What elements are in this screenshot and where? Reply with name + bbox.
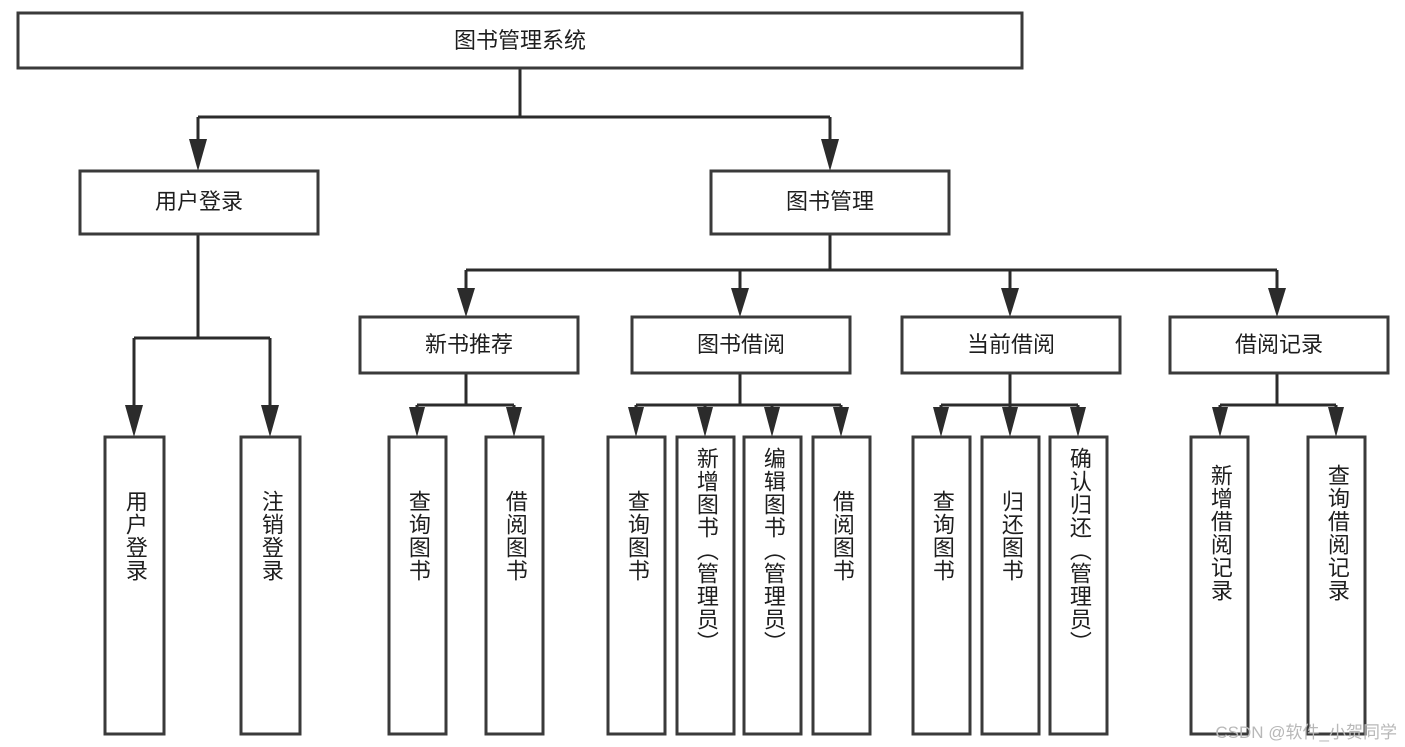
leaf-label: 归还图书 xyxy=(998,490,1024,582)
arrow-to-borrow-record xyxy=(1268,288,1286,317)
leaf-box[interactable] xyxy=(103,435,166,736)
node-root[interactable]: 图书管理系统 xyxy=(16,11,1024,70)
leaf-node-add-borrow-record[interactable]: 新增借阅记录 xyxy=(1189,435,1250,736)
arrow-leaf-7 xyxy=(764,407,780,437)
leaf-node-borrow-book-1[interactable]: 借阅图书 xyxy=(484,435,545,736)
node-user-login[interactable]: 用户登录 xyxy=(78,169,320,236)
book-borrow-box[interactable] xyxy=(630,315,852,375)
arrow-to-new-book xyxy=(457,288,475,317)
leaf-node-edit-book-admin[interactable]: 编辑图书（管理员） xyxy=(742,435,803,736)
leaf-box[interactable] xyxy=(742,435,803,736)
leaf-label: 确认归还（管理员） xyxy=(1066,447,1092,654)
user-login-label: 用户登录 xyxy=(155,189,243,214)
arrow-leaf-1 xyxy=(125,405,143,437)
leaf-node-query-book-2[interactable]: 查询图书 xyxy=(606,435,667,736)
arrow-leaf-2 xyxy=(261,405,279,437)
book-manage-label: 图书管理 xyxy=(786,189,874,214)
leaf-node-query-book-3[interactable]: 查询图书 xyxy=(911,435,972,736)
leaf-label: 借阅图书 xyxy=(502,490,528,582)
arrow-leaf-5 xyxy=(628,407,644,437)
leaf-box[interactable] xyxy=(911,435,972,736)
leaf-label: 查询图书 xyxy=(405,490,431,582)
root-box[interactable] xyxy=(16,11,1024,70)
book-manage-box[interactable] xyxy=(709,169,951,236)
arrow-leaf-4 xyxy=(506,407,522,437)
leaf-label: 查询图书 xyxy=(624,490,650,582)
leaf-label: 编辑图书（管理员） xyxy=(760,447,786,654)
node-new-book-recommend[interactable]: 新书推荐 xyxy=(358,315,580,375)
leaf-label: 新增图书（管理员） xyxy=(693,447,719,654)
arrow-to-book-borrow xyxy=(731,288,749,317)
leaf-label: 查询图书 xyxy=(929,490,955,582)
connector-layer xyxy=(125,68,1344,437)
leaf-node-return-book[interactable]: 归还图书 xyxy=(980,435,1041,736)
leaf-node-confirm-return-admin[interactable]: 确认归还（管理员） xyxy=(1048,435,1109,736)
leaf-box[interactable] xyxy=(606,435,667,736)
leaf-label: 新增借阅记录 xyxy=(1207,464,1233,602)
root-label: 图书管理系统 xyxy=(454,28,586,53)
book-borrow-label: 图书借阅 xyxy=(697,332,785,357)
new-book-label: 新书推荐 xyxy=(425,332,513,357)
leaf-label: 注销登录 xyxy=(258,490,284,582)
leaf-node-add-book-admin[interactable]: 新增图书（管理员） xyxy=(675,435,736,736)
arrow-leaf-10 xyxy=(1002,407,1018,437)
borrow-record-label: 借阅记录 xyxy=(1235,332,1323,357)
leaf-box[interactable] xyxy=(484,435,545,736)
leaf-node-query-book-1[interactable]: 查询图书 xyxy=(387,435,448,736)
arrow-leaf-11 xyxy=(1070,407,1086,437)
leaf-label: 借阅图书 xyxy=(829,490,855,582)
leaf-box[interactable] xyxy=(1189,435,1250,736)
leaf-box[interactable] xyxy=(811,435,872,736)
node-current-borrow[interactable]: 当前借阅 xyxy=(900,315,1122,375)
arrow-leaf-9 xyxy=(933,407,949,437)
arrow-to-current-borrow xyxy=(1001,288,1019,317)
leaf-box[interactable] xyxy=(1048,435,1109,736)
leaf-box[interactable] xyxy=(980,435,1041,736)
arrow-leaf-8 xyxy=(833,407,849,437)
current-borrow-label: 当前借阅 xyxy=(967,332,1055,357)
leaf-node-query-borrow-record[interactable]: 查询借阅记录 xyxy=(1306,435,1367,736)
current-borrow-box[interactable] xyxy=(900,315,1122,375)
leaf-node-borrow-book-2[interactable]: 借阅图书 xyxy=(811,435,872,736)
node-borrow-record[interactable]: 借阅记录 xyxy=(1168,315,1390,375)
leaf-box[interactable] xyxy=(239,435,302,736)
arrow-to-user-login xyxy=(189,139,207,171)
leaf-box[interactable] xyxy=(387,435,448,736)
leaf-label: 用户登录 xyxy=(122,490,148,582)
arrow-leaf-6 xyxy=(697,407,713,437)
node-book-manage[interactable]: 图书管理 xyxy=(709,169,951,236)
leaf-label: 查询借阅记录 xyxy=(1324,464,1350,602)
node-book-borrow[interactable]: 图书借阅 xyxy=(630,315,852,375)
arrow-to-book-manage xyxy=(821,139,839,171)
user-login-box[interactable] xyxy=(78,169,320,236)
arrow-leaf-3 xyxy=(409,407,425,437)
borrow-record-box[interactable] xyxy=(1168,315,1390,375)
leaf-node-logout[interactable]: 注销登录 xyxy=(239,435,302,736)
leaf-box[interactable] xyxy=(675,435,736,736)
new-book-box[interactable] xyxy=(358,315,580,375)
leaf-node-user-login[interactable]: 用户登录 xyxy=(103,435,166,736)
arrow-leaf-12 xyxy=(1212,407,1228,437)
leaf-box[interactable] xyxy=(1306,435,1367,736)
arrow-leaf-13 xyxy=(1328,407,1344,437)
